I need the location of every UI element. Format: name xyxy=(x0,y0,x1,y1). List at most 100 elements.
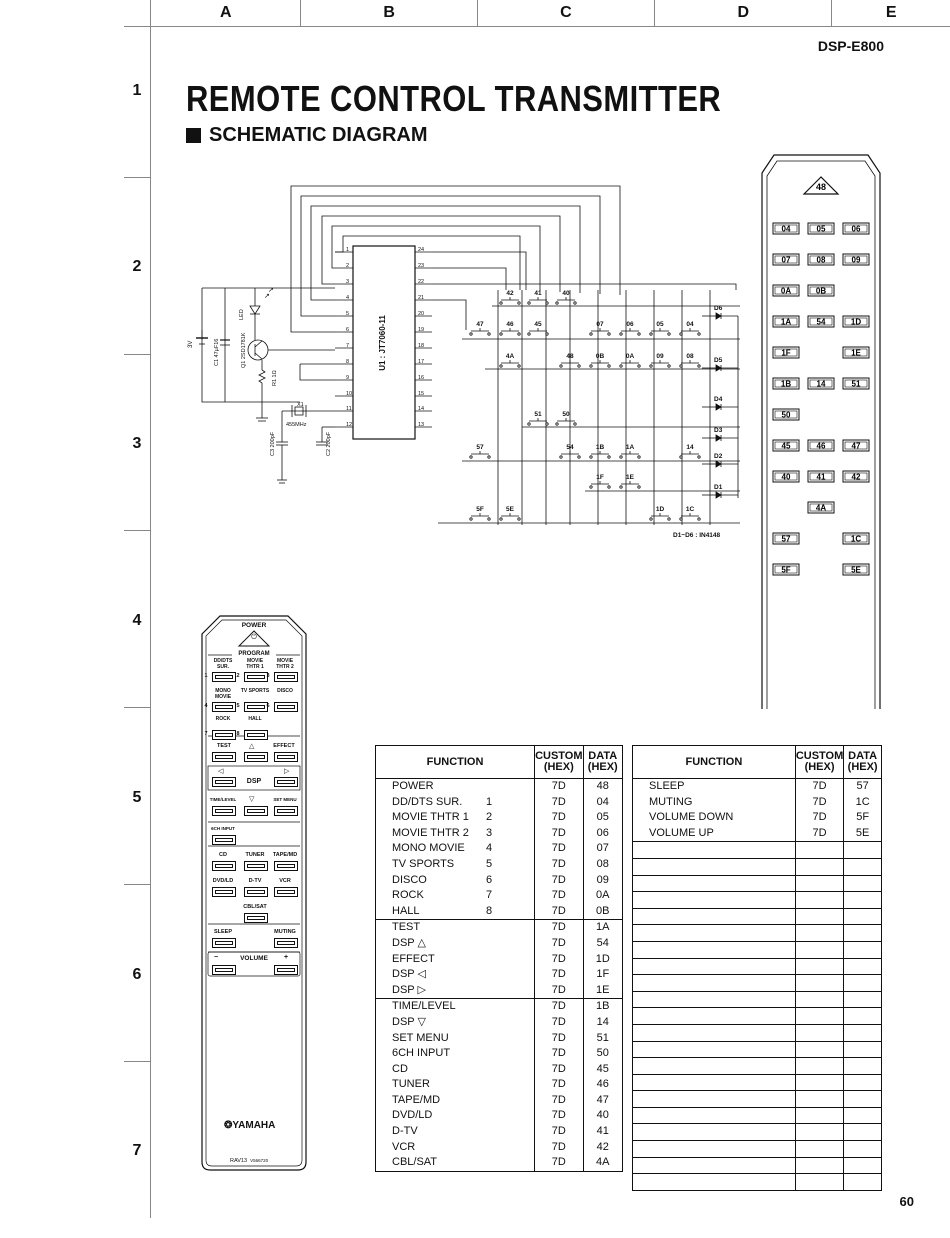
switch-label: 41 xyxy=(534,290,542,297)
function-name: MOVIE THTR 1 xyxy=(392,811,469,824)
function-cell: CBL/SAT xyxy=(374,1155,536,1172)
function-cell xyxy=(632,875,796,892)
set-menu-button[interactable] xyxy=(274,806,298,816)
6ch-input-button[interactable] xyxy=(212,835,236,845)
program-button-2[interactable] xyxy=(244,672,268,682)
volume-minus-label: − xyxy=(213,954,219,961)
program-button-label: MOVIE THTR 1 xyxy=(246,658,264,670)
switch-label: 08 xyxy=(686,353,694,360)
source-button-d-tv[interactable] xyxy=(244,887,268,897)
table-row xyxy=(632,958,882,975)
keypad-key: 57 xyxy=(772,532,800,545)
dsp-down-icon: ▽ xyxy=(249,796,255,803)
data-code-cell xyxy=(843,1090,882,1108)
switch-contact xyxy=(499,297,521,305)
function-cell xyxy=(632,1057,796,1075)
function-cell: TEST xyxy=(374,919,536,936)
ic-pin-number: 10 xyxy=(346,391,352,397)
dsp-left-button[interactable] xyxy=(212,777,236,787)
test-button[interactable] xyxy=(212,752,236,762)
function-cell: DSP ▽ xyxy=(374,1014,536,1031)
custom-code-cell: 7D xyxy=(534,1030,584,1047)
function-name: ROCK xyxy=(392,889,424,902)
source-button-vcr[interactable] xyxy=(274,887,298,897)
dsp-right-button[interactable] xyxy=(274,777,298,787)
function-cell xyxy=(632,1041,796,1058)
program-number: 1 xyxy=(486,795,493,808)
sleep-button[interactable] xyxy=(212,938,236,948)
program-button-4[interactable] xyxy=(212,702,236,712)
time-level-label: TIME/LEVEL xyxy=(209,797,237,802)
data-code-cell xyxy=(843,1074,882,1091)
effect-button[interactable] xyxy=(274,752,298,762)
data-code-cell xyxy=(843,958,882,975)
switch-contact xyxy=(559,451,581,459)
program-button-3[interactable] xyxy=(274,672,298,682)
switch-contact xyxy=(589,481,611,489)
function-name: DISCO xyxy=(392,873,427,886)
margin-line xyxy=(150,0,151,1218)
power-button[interactable]: ⏻ xyxy=(242,634,266,646)
program-button-5[interactable] xyxy=(244,702,268,712)
ic-pin-number: 21 xyxy=(418,295,424,301)
dsp-up-button[interactable] xyxy=(244,752,268,762)
program-button-1[interactable] xyxy=(212,672,236,682)
keypad-key: 09 xyxy=(842,253,870,266)
source-button-dvd-ld[interactable] xyxy=(212,887,236,897)
source-button-tape-md[interactable] xyxy=(274,861,298,871)
source-button-tuner[interactable] xyxy=(244,861,268,871)
time-level-button[interactable] xyxy=(212,806,236,816)
function-cell: SET MENU xyxy=(374,1030,536,1047)
custom-code-cell: 7D xyxy=(534,998,584,1015)
volume-down-button[interactable] xyxy=(212,965,236,975)
muting-button[interactable] xyxy=(274,938,298,948)
battery-label: 3V xyxy=(188,341,194,348)
ic-pin-number: 14 xyxy=(418,406,424,412)
switch-contact xyxy=(555,418,577,426)
volume-up-button[interactable] xyxy=(274,965,298,975)
row-label: 7 xyxy=(132,1142,142,1159)
program-number: 3 xyxy=(486,826,493,839)
switch-contact xyxy=(679,513,701,521)
row-label: 2 xyxy=(132,258,142,275)
source-button-cd[interactable] xyxy=(212,861,236,871)
program-button-7[interactable] xyxy=(212,730,236,740)
page-title: REMOTE CONTROL TRANSMITTER xyxy=(186,78,722,119)
switch-contact xyxy=(559,360,581,368)
keypad-key: 40 xyxy=(772,470,800,483)
program-button-8[interactable] xyxy=(244,730,268,740)
function-cell: VOLUME UP xyxy=(632,825,796,842)
ic-pin-number: 20 xyxy=(418,311,424,317)
keypad-key-label: 1E xyxy=(851,349,861,358)
keypad-key: 06 xyxy=(842,222,870,235)
data-code-cell xyxy=(843,1041,882,1058)
data-code-cell: 06 xyxy=(582,825,624,842)
custom-code-cell xyxy=(794,1074,845,1091)
program-button-6[interactable] xyxy=(274,702,298,712)
custom-code-cell: 7D xyxy=(534,935,584,952)
table-row xyxy=(632,841,882,859)
table-row xyxy=(632,891,882,909)
source-button-cbl-sat[interactable] xyxy=(244,913,268,923)
custom-code-cell: 7D xyxy=(794,810,845,826)
function-name: DD/DTS SUR. xyxy=(392,795,463,808)
switch-label: 06 xyxy=(626,321,634,328)
row-label: 6 xyxy=(132,966,142,983)
program-button-label: TV SPORTS xyxy=(240,688,270,694)
program-number: 5 xyxy=(486,857,493,870)
data-code-cell xyxy=(843,1140,882,1158)
dsp-down-button[interactable] xyxy=(244,806,268,816)
function-cell xyxy=(632,1007,796,1025)
function-cell: VOLUME DOWN xyxy=(632,810,796,826)
custom-code-cell: 7D xyxy=(534,778,584,795)
ic-pin-number: 24 xyxy=(418,247,424,253)
table-row xyxy=(632,908,882,925)
